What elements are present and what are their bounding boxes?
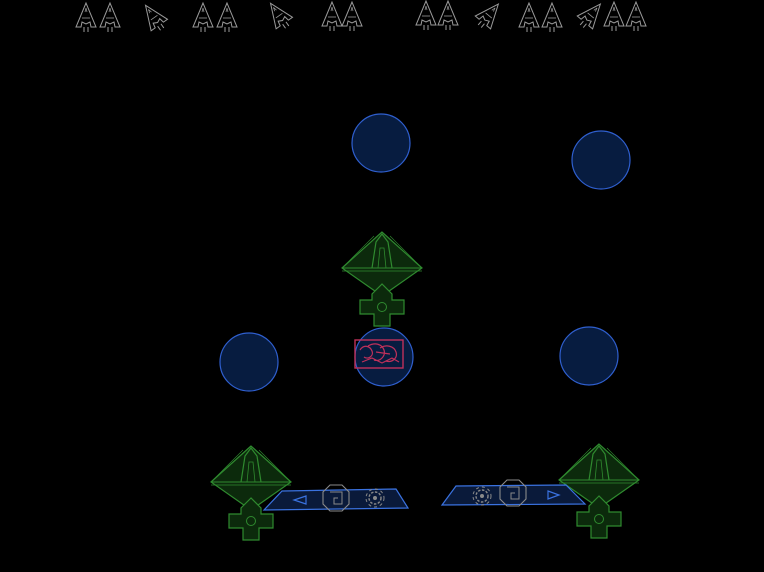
enemy-ship-12	[518, 2, 540, 33]
enemy-ship-13	[541, 2, 563, 33]
enemy-ship-10	[437, 0, 459, 31]
orb-mid-left	[219, 332, 279, 392]
left-arrow-icon	[292, 495, 307, 505]
left-platform-deck	[262, 488, 410, 511]
right-arrow-icon	[547, 490, 561, 500]
right-platform	[440, 479, 587, 507]
enemy-formation	[75, 0, 647, 36]
enemy-ship-8	[341, 1, 363, 32]
core-target	[354, 339, 404, 369]
orb-top-center	[351, 113, 411, 173]
enemy-ship-11	[471, 0, 507, 34]
left-tower	[210, 445, 292, 541]
enemy-ship-5	[216, 2, 238, 33]
enemy-ship-7	[321, 1, 343, 32]
left-platform	[262, 484, 410, 512]
orb-mid-center	[354, 327, 414, 387]
core-frame	[354, 339, 404, 369]
enemy-ship-3	[136, 0, 171, 36]
enemy-ship-16	[625, 1, 647, 32]
platform-layer	[262, 479, 587, 512]
enemy-ship-6	[261, 0, 296, 34]
enemy-ship-15	[603, 1, 625, 32]
right-platform-deck	[440, 484, 587, 506]
enemy-ship-2	[99, 2, 121, 33]
enemy-ship-1	[75, 2, 97, 33]
orb-mid-right	[559, 326, 619, 386]
core-glyph-icon	[359, 343, 400, 364]
orb-top-right	[571, 130, 631, 190]
enemy-ship-4	[192, 2, 214, 33]
center-tower	[341, 231, 423, 327]
core-layer	[354, 339, 404, 369]
orb-layer	[219, 113, 631, 392]
enemy-ship-14	[573, 0, 609, 34]
enemy-ship-9	[415, 0, 437, 31]
